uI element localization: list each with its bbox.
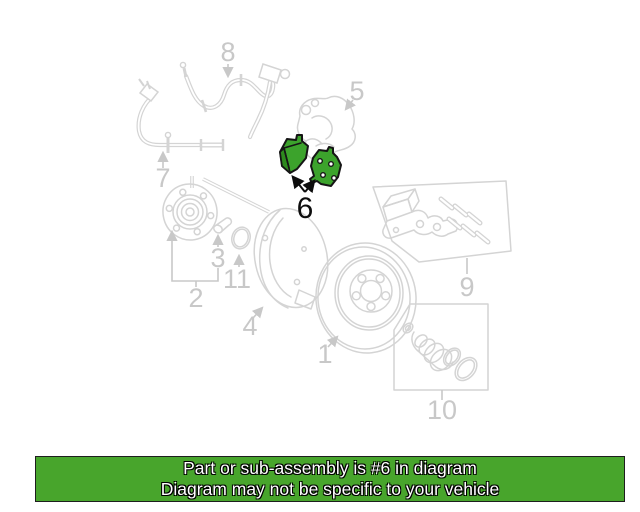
part-label-8: 8 [220,37,235,67]
highlight-banner: Part or sub-assembly is #6 in diagram Di… [35,456,625,502]
part-arrow-6-right [302,178,316,194]
part-6-brake-pads [279,134,342,187]
inner-brake-pad-icon [309,146,342,187]
outer-brake-pad-icon [279,134,309,174]
slide-pins-icon [438,196,491,245]
part-arrow-2 [166,229,219,282]
part-1-rotor [315,242,417,354]
banner-line-1: Part or sub-assembly is #6 in diagram [183,458,477,478]
part-11-o-ring [231,226,251,250]
part-2-hub-assembly [162,176,270,241]
part-8-abs-sensor-cable [179,61,291,140]
caliper-bracket-icon [382,188,459,239]
part-9-bracket-kit-box [372,180,512,263]
part-arrow-5 [344,98,356,111]
part-arrow-4 [251,306,264,319]
part-label-2: 2 [188,283,203,313]
part-label-4: 4 [242,311,257,341]
part-3-bolt [213,217,233,234]
part-label-3: 3 [210,243,225,273]
banner-line-2: Diagram may not be specific to your vehi… [160,479,500,499]
cable-plug-icon [138,78,160,103]
piston-boot-kit-icon [402,322,478,382]
part-10-seal-kit-box [393,303,489,391]
part-label-9: 9 [459,272,474,302]
part-label-7: 7 [155,163,170,193]
part-arrow-6-left [291,174,306,193]
cable-connector-icon [258,63,291,84]
part-arrow-1 [326,335,339,348]
part-label-11: 11 [223,264,251,294]
part-7-sensor-cable [136,78,225,153]
part-label-6: 6 [297,192,314,225]
part-4-splash-shield [253,207,329,310]
